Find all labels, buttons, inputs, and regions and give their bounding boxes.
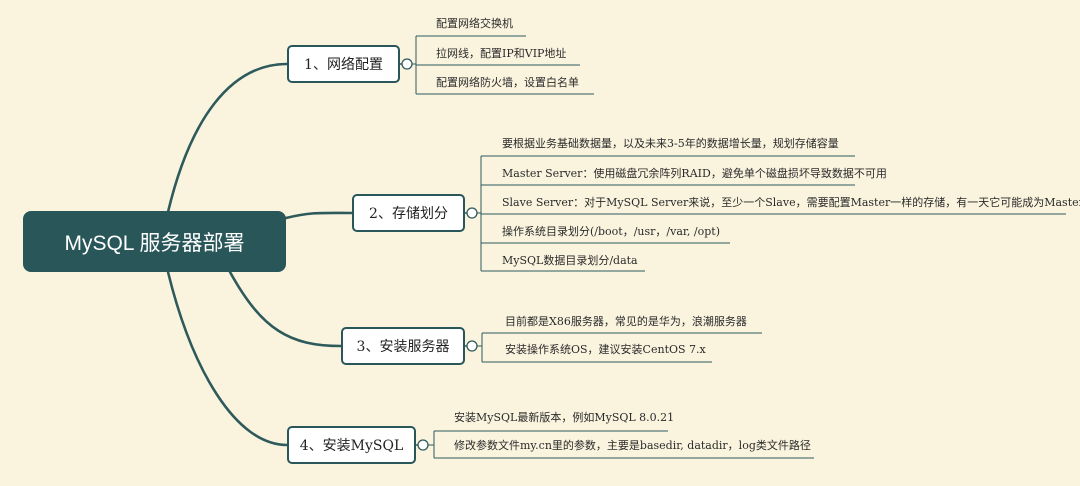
branch-connector [166,62,289,214]
leaf-storage-master-raid[interactable]: Master Server：使用磁盘冗余阵列RAID，避免单个磁盘损坏导致数据不… [502,167,887,180]
leaf-server-x86[interactable]: 目前都是X86服务器，常见的是华为，浪潮服务器 [505,315,747,328]
branch-label: 1、网络配置 [304,57,383,73]
collapse-toggle-icon [466,340,478,352]
leaf-mysql-version[interactable]: 安装MySQL最新版本，例如MySQL 8.0.21 [454,411,675,424]
branch-install-mysql[interactable]: 4、安装MySQL [287,426,416,464]
leaf-storage-capacity[interactable]: 要根据业务基础数据量，以及未来3-5年的数据增长量，规划存储容量 [502,137,839,150]
branch-network-config[interactable]: 1、网络配置 [287,45,400,83]
leaf-storage-slave[interactable]: Slave Server：对于MySQL Server来说，至少一个Slave，… [502,196,1080,209]
collapse-toggle-icon [417,439,429,451]
branch-storage-partition[interactable]: 2、存储划分 [352,194,465,232]
branch-connector [166,270,289,447]
leaf-network-cabling-ip[interactable]: 拉网线，配置IP和VIP地址 [436,47,567,60]
collapse-toggle-icon [401,58,413,70]
collapse-toggle-icon [466,207,478,219]
leaf-storage-mysql-data[interactable]: MySQL数据目录划分/data [502,254,638,267]
branch-connector [228,270,343,348]
branch-install-server[interactable]: 3、安装服务器 [341,327,465,365]
branch-connector [284,211,354,220]
leaf-mysql-params[interactable]: 修改参数文件my.cn里的参数，主要是basedir, datadir，log类… [454,439,811,452]
root-topic-label: MySQL 服务器部署 [64,231,245,255]
branch-label: 2、存储划分 [369,206,448,222]
leaf-network-firewall[interactable]: 配置网络防火墙，设置白名单 [436,76,579,89]
leaf-storage-os-dirs[interactable]: 操作系统目录划分(/boot，/usr，/var, /opt) [502,225,721,238]
branch-label: 3、安装服务器 [356,339,450,355]
root-topic[interactable]: MySQL 服务器部署 [23,211,286,272]
leaf-network-switch[interactable]: 配置网络交换机 [436,17,513,30]
leaf-server-os[interactable]: 安装操作系统OS，建议安装CentOS 7.x [505,343,706,356]
branch-label: 4、安装MySQL [299,438,404,454]
